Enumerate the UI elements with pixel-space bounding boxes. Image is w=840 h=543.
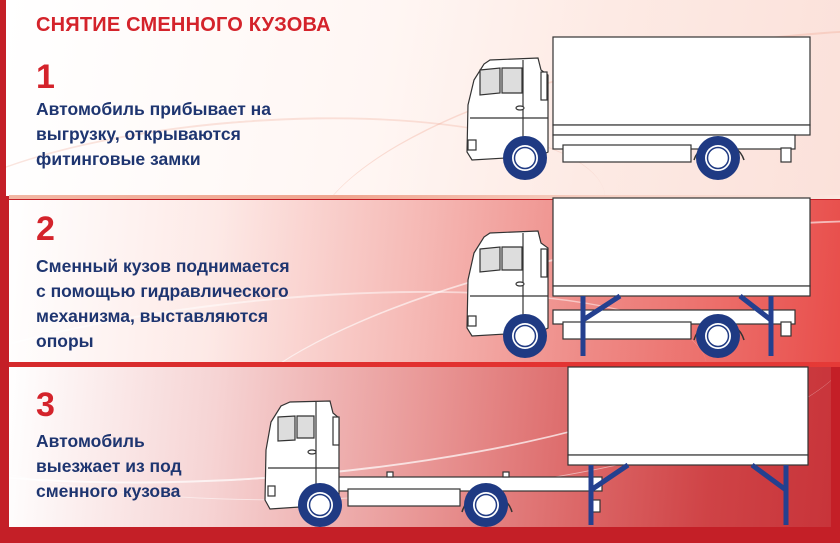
wheel-icon — [298, 483, 342, 527]
support-leg-icon — [580, 293, 774, 356]
swap-body — [567, 366, 809, 456]
support-leg-icon — [588, 462, 789, 525]
swap-body — [552, 36, 811, 126]
swap-body — [552, 197, 811, 287]
step-2-description: Сменный кузов поднимается с помощью гидр… — [36, 256, 290, 351]
wheel-icon — [503, 136, 547, 180]
wheel-icon — [503, 314, 547, 358]
wheel-icon — [464, 483, 508, 527]
step-3-description: Автомобиль выезжает из под сменного кузо… — [36, 431, 182, 501]
page-title: СНЯТИЕ СМЕННОГО КУЗОВА — [36, 14, 331, 36]
divider — [9, 362, 840, 367]
step-3-number: 3 — [36, 386, 55, 424]
step-1-description: Автомобиль прибывает на выгрузку, открыв… — [36, 99, 271, 169]
step-1-number: 1 — [36, 58, 55, 96]
divider — [9, 195, 840, 199]
wheel-icon — [696, 136, 740, 180]
step-2-number: 2 — [36, 210, 55, 248]
wheel-icon — [696, 314, 740, 358]
